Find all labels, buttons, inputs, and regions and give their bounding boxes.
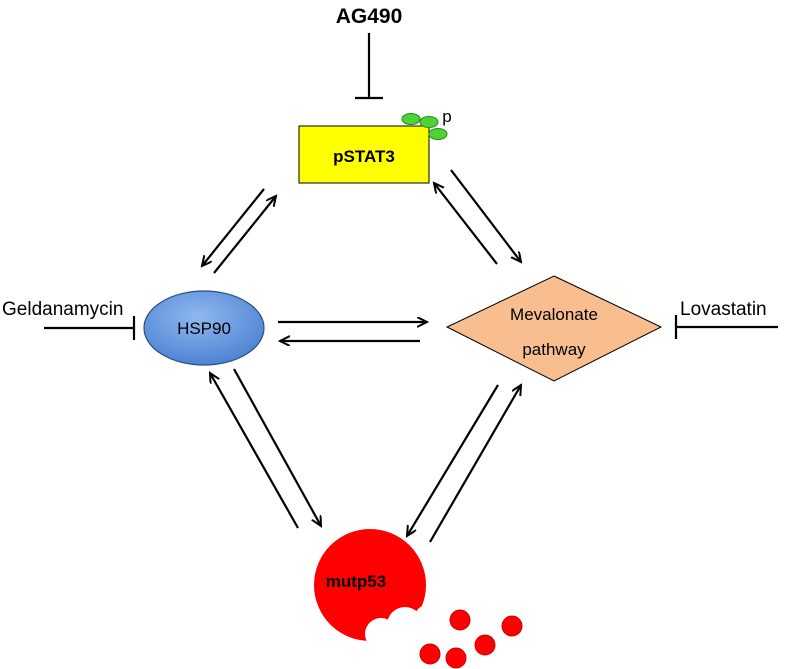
arrow-mutp53-to-mevalonate [429, 385, 521, 543]
mutp53-blob [314, 529, 523, 669]
mevalonate-label-line1: Mevalonate [510, 305, 598, 324]
arrow-mevalonate-to-mutp53 [407, 384, 499, 536]
arrow-mevalonate-to-pstat3 [434, 183, 498, 265]
mutp53-label: mutp53 [326, 572, 386, 591]
lovastatin-inhibition-line [674, 315, 778, 339]
arrow-pstat3-to-mevalonate [450, 169, 521, 262]
arrow-hsp90-to-mutp53 [233, 368, 321, 526]
pstat3-label: pSTAT3 [333, 147, 395, 166]
pstat3-box [298, 125, 430, 184]
geldanamycin-inhibition-line [44, 316, 136, 340]
hsp90-ellipse [143, 290, 265, 366]
geldanamycin-label: Geldanamycin [2, 299, 123, 320]
ag490-inhibition-line [355, 33, 383, 100]
phospho-group [401, 113, 448, 140]
ag490-label: AG490 [336, 5, 403, 28]
arrow-mutp53-to-hsp90 [210, 373, 299, 529]
lovastatin-label: Lovastatin [680, 299, 767, 320]
mevalonate-diamond [445, 275, 663, 382]
mevalonate-label-line2: pathway [522, 340, 586, 359]
arrow-pstat3-to-hsp90 [202, 188, 265, 266]
arrow-hsp90-to-pstat3 [213, 196, 276, 274]
hsp90-label: HSP90 [177, 319, 231, 338]
phospho-label: p [442, 107, 451, 126]
